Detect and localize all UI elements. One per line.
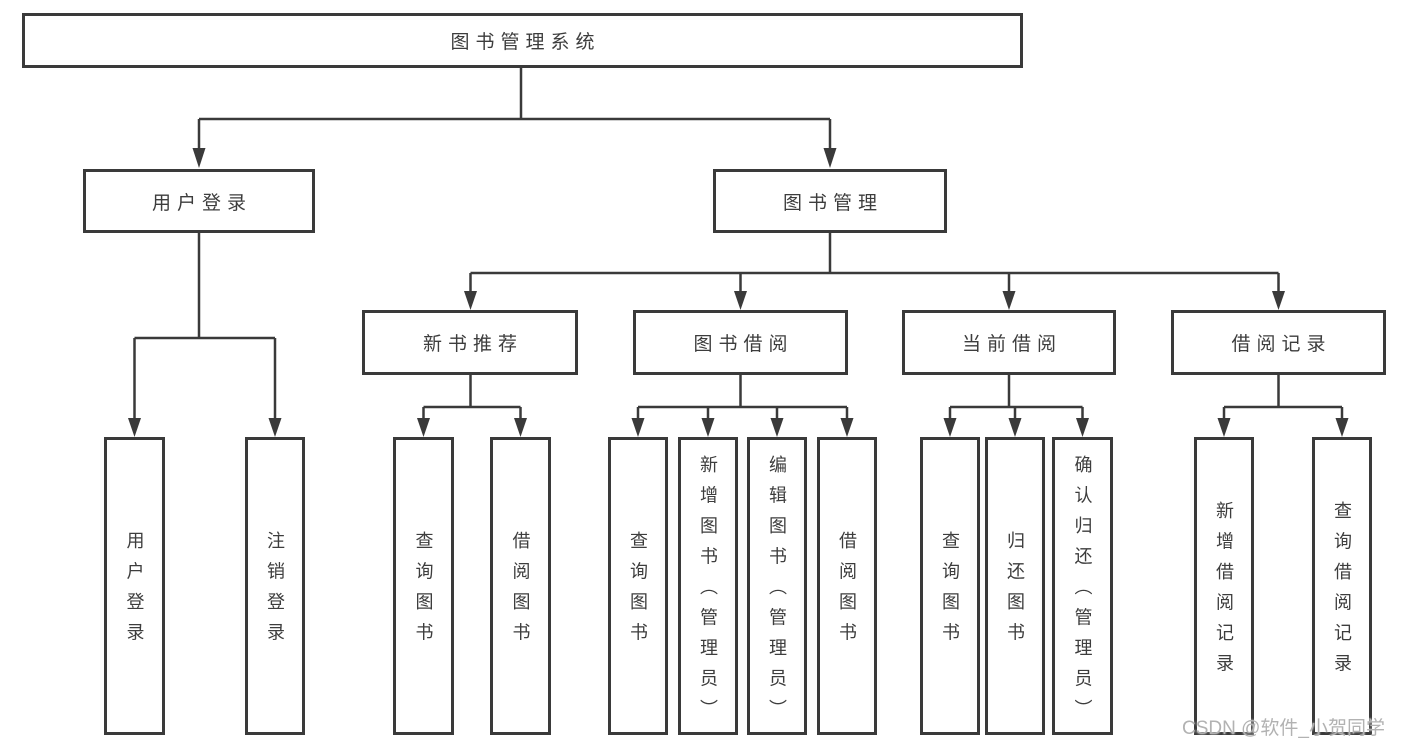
node-book-management: 图书管理: [713, 169, 947, 233]
leaf-return-book: 归还图书: [985, 437, 1045, 735]
node-label: 用户登录: [151, 192, 252, 214]
leaf-query-books-borrowing: 查询图书: [608, 437, 668, 735]
arrowheads: [128, 148, 1349, 437]
node-label: 编辑图书（管理员）: [767, 455, 787, 730]
leaf-borrow-books-borrowing: 借阅图书: [817, 437, 877, 735]
node-label: 查询图书: [628, 531, 648, 654]
node-label: 注销登录: [265, 531, 285, 654]
leaf-logout: 注销登录: [245, 437, 305, 735]
leaf-query-borrow-record: 查询借阅记录: [1312, 437, 1372, 735]
node-label: 新增借阅记录: [1214, 500, 1234, 684]
watermark: CSDN @软件_小贺同学: [1182, 718, 1385, 739]
node-user-login: 用户登录: [83, 169, 315, 233]
leaf-query-books-current: 查询图书: [920, 437, 980, 735]
leaf-add-book-admin: 新增图书（管理员）: [678, 437, 738, 735]
node-label: 归还图书: [1005, 531, 1025, 654]
node-label: 查询图书: [413, 531, 434, 654]
node-label: 新增图书（管理员）: [698, 455, 718, 730]
leaf-borrow-books-recommend: 借阅图书: [490, 437, 551, 735]
leaf-add-borrow-record: 新增借阅记录: [1194, 437, 1254, 735]
node-label: 图书管理: [782, 192, 883, 214]
node-label: 图书管理系统: [450, 32, 601, 53]
node-label: 图书借阅: [693, 334, 794, 355]
leaf-query-books-recommend: 查询图书: [393, 437, 454, 735]
node-book-borrowing: 图书借阅: [633, 310, 848, 375]
leaf-user-login: 用户登录: [104, 437, 165, 735]
node-label: 新书推荐: [422, 334, 523, 355]
node-current-borrowing: 当前借阅: [902, 310, 1116, 375]
node-label: 当前借阅: [961, 334, 1062, 355]
node-label: 借阅记录: [1231, 334, 1332, 355]
leaf-edit-book-admin: 编辑图书（管理员）: [747, 437, 807, 735]
node-label: 查询图书: [940, 531, 960, 654]
node-library-management-system: 图书管理系统: [22, 13, 1023, 68]
node-new-book-recommendation: 新书推荐: [362, 310, 578, 375]
node-label: 用户登录: [124, 531, 145, 654]
node-label: 借阅图书: [510, 531, 531, 654]
node-label: 查询借阅记录: [1332, 500, 1352, 684]
node-borrowing-records: 借阅记录: [1171, 310, 1386, 375]
leaf-confirm-return-admin: 确认归还（管理员）: [1052, 437, 1113, 735]
node-label: 借阅图书: [837, 531, 857, 654]
node-label: 确认归还（管理员）: [1072, 455, 1093, 730]
connector-paths: [133, 68, 1344, 421]
